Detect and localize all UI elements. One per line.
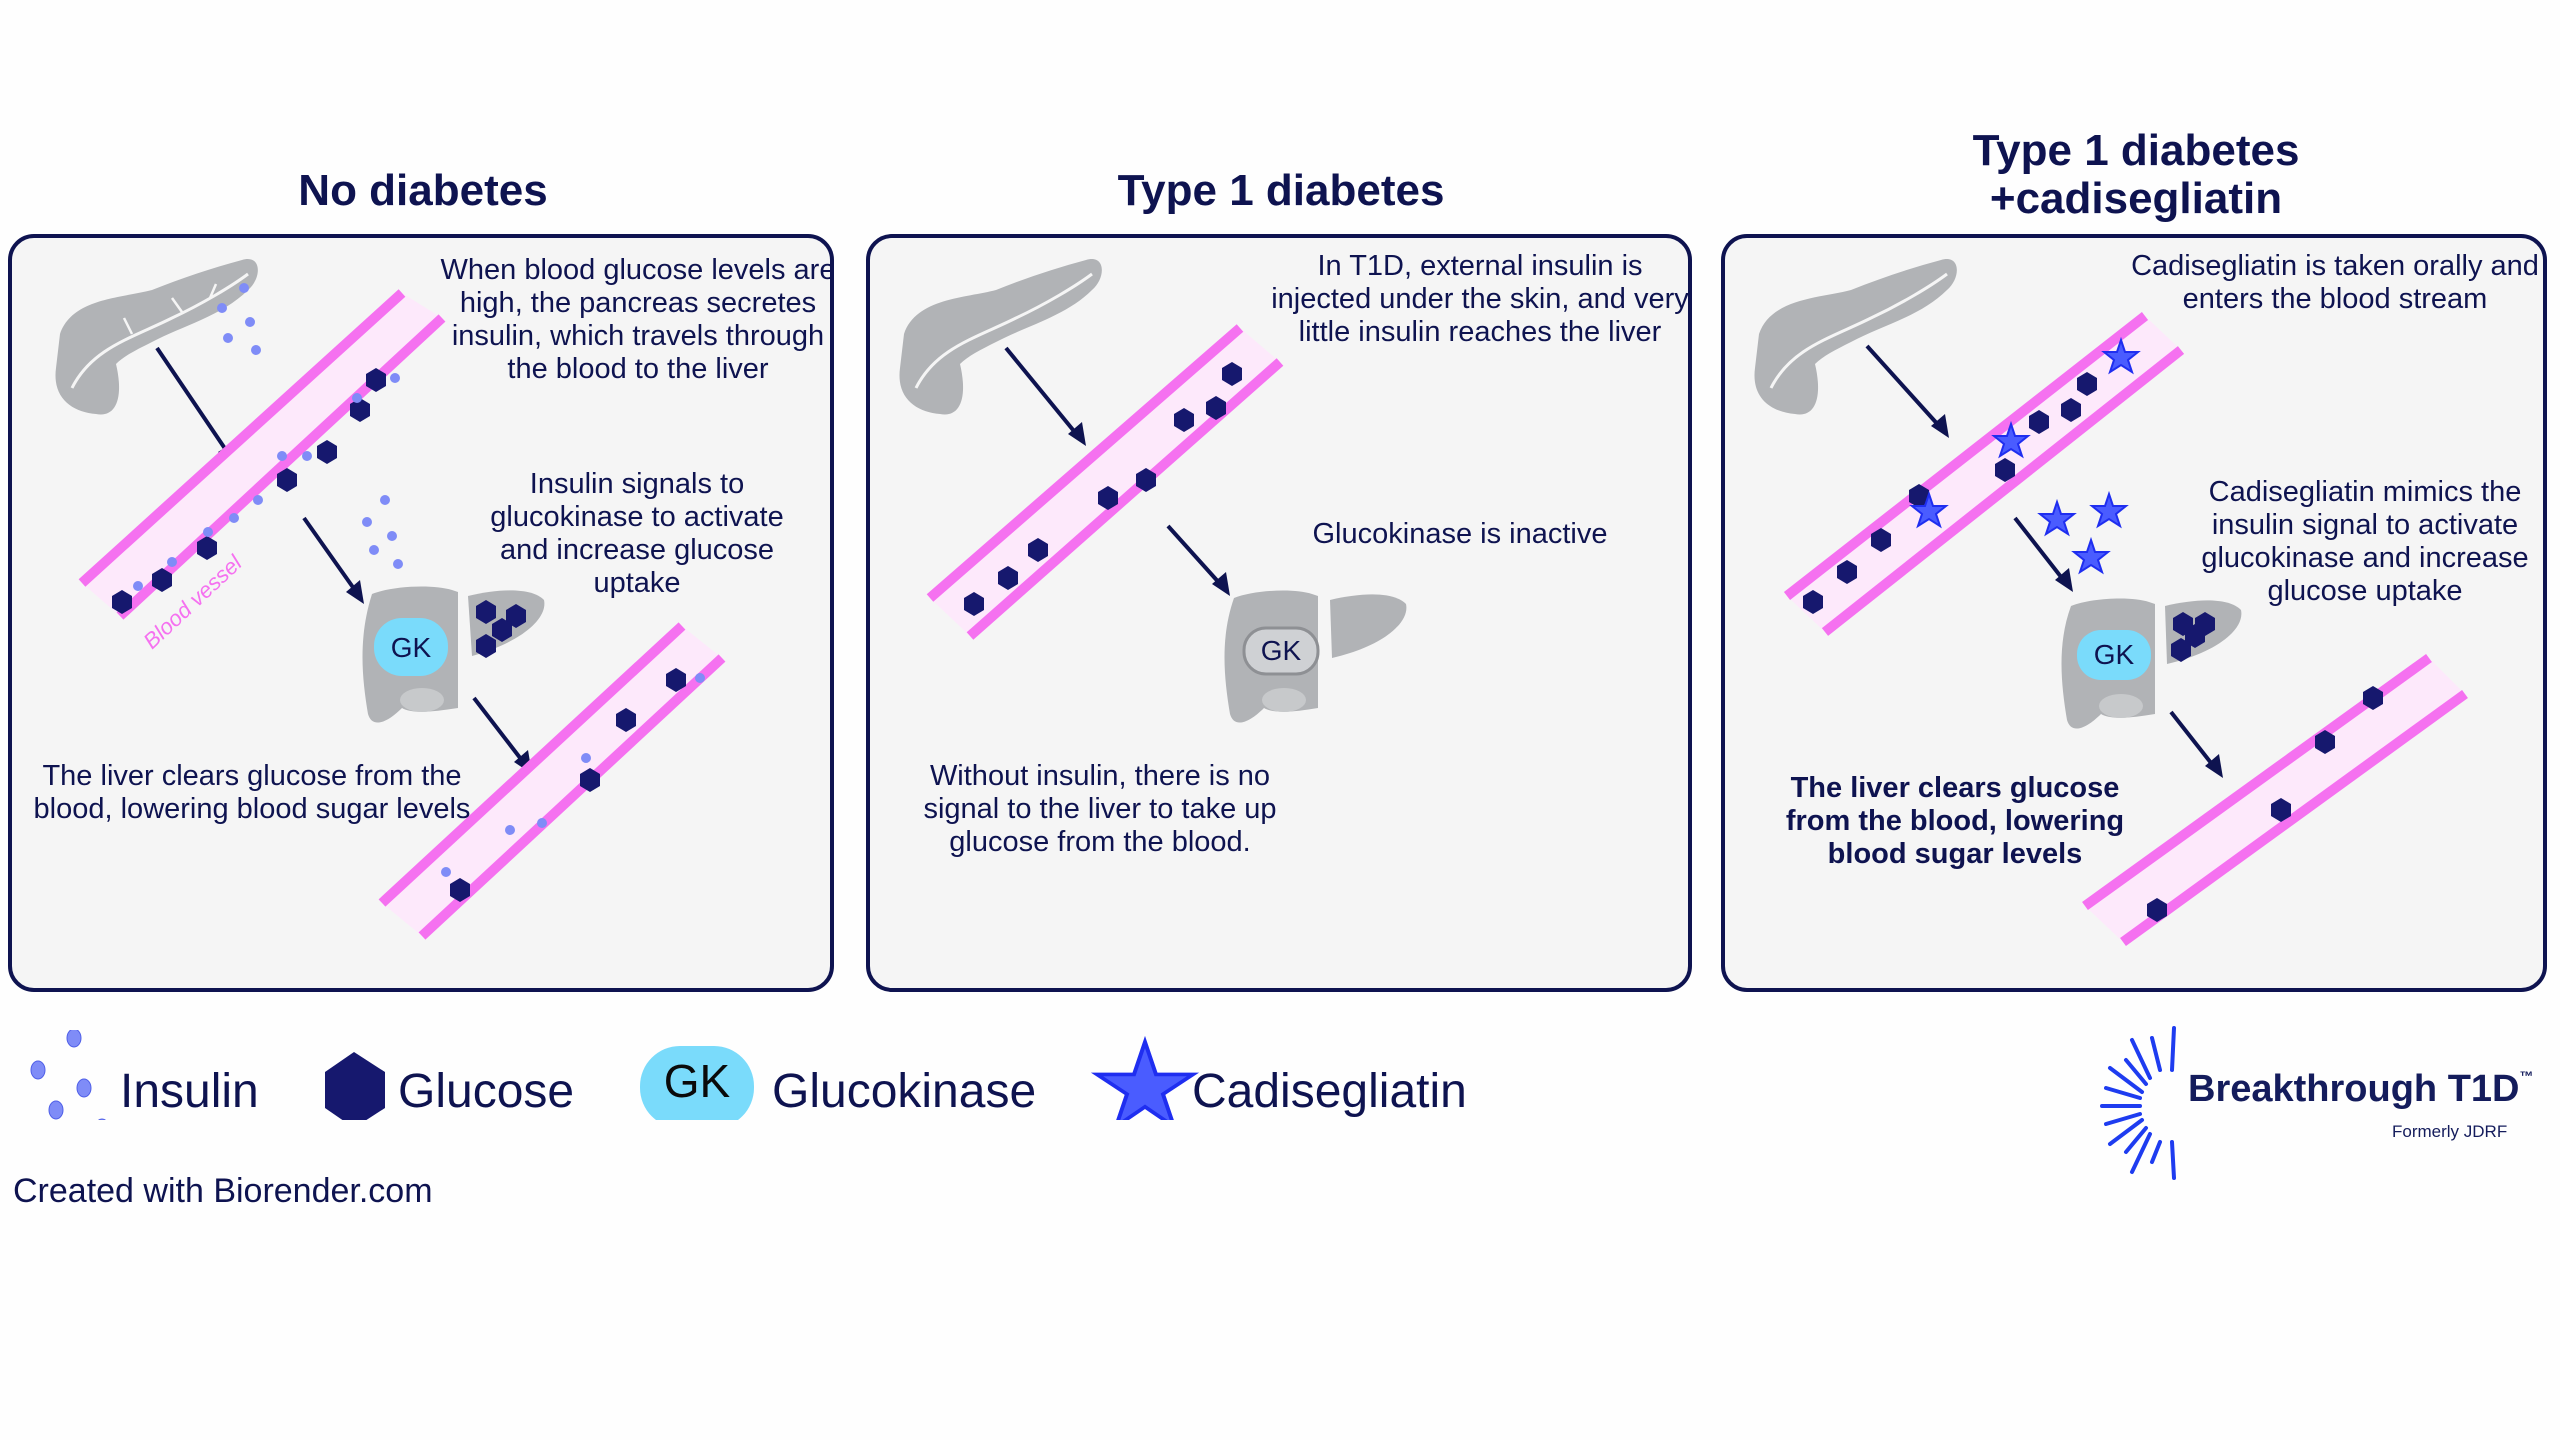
- arrow-icon: [1166, 524, 1230, 596]
- panel-1-title: No diabetes: [298, 166, 548, 215]
- arrow-icon: [2169, 710, 2223, 778]
- legend-glucokinase-label: Glucokinase: [772, 1065, 1037, 1118]
- panel-3-title-line-1: Type 1 diabetes: [1972, 126, 2300, 175]
- blood-vessel-lower: [378, 622, 726, 940]
- gk-badge-label: GK: [1261, 635, 1302, 666]
- pancreas-icon: [55, 259, 258, 415]
- panel-1-text-middle: Insulin signals to glucokinase to activa…: [490, 468, 784, 599]
- glucose-molecules: [1803, 372, 2097, 614]
- panel-no-diabetes: Blood vessel: [8, 234, 834, 992]
- panel-3-text-middle: Cadisegliatin mimics the insulin signal …: [2201, 476, 2529, 607]
- arrow-icon: [472, 696, 532, 774]
- panel-2-text-bottom: Without insulin, there is no signal to t…: [923, 760, 1277, 858]
- glucose-hexagon-icon: [325, 1052, 385, 1120]
- sunburst-icon: [2100, 1026, 2176, 1180]
- liver-icon: [1224, 590, 1407, 723]
- panel-3-text-bottom: The liver clears glucose from the blood,…: [1785, 772, 2125, 870]
- panel-2-title: Type 1 diabetes: [1117, 166, 1445, 215]
- legend-insulin-label: Insulin: [120, 1065, 259, 1118]
- panel-3-illustration: GK: [1754, 259, 2468, 947]
- biorender-credit: Created with Biorender.com: [13, 1172, 433, 1210]
- cadisegliatin-molecules: [1909, 336, 2141, 575]
- logo-name: Breakthrough T1D™: [2188, 1068, 2533, 1111]
- insulin-molecules: [133, 283, 403, 591]
- pancreas-icon: [1754, 259, 1957, 415]
- arrow-icon: [1004, 346, 1086, 446]
- liver-icon: [2061, 598, 2242, 729]
- pancreas-icon: [899, 259, 1102, 415]
- glucose-molecules: [964, 362, 1242, 616]
- arrow-icon: [2013, 516, 2073, 592]
- glucose-molecules: [450, 668, 686, 902]
- liver-icon: [362, 586, 545, 723]
- panel-2-text-top: In T1D, external insulin is injected und…: [1271, 250, 1689, 348]
- panel-1-illustration: Blood vessel: [55, 259, 726, 940]
- glucose-molecules: [2147, 686, 2383, 922]
- arrow-icon: [1865, 344, 1949, 438]
- insulin-molecules: [441, 673, 705, 877]
- panel-3-text-top: Cadisegliatin is taken orally and enters…: [2131, 250, 2539, 315]
- star-icon: [1090, 1035, 1200, 1120]
- blood-vessel-upper: [1783, 312, 2185, 636]
- panel-2-illustration: GK: [899, 259, 1407, 723]
- arrow-icon: [302, 516, 364, 604]
- panel-1-text-top: When blood glucose levels are high, the …: [440, 254, 834, 385]
- panel-type1-cadisegliatin: GK Cadisegliatin is taken orally and ent…: [1721, 234, 2547, 992]
- legend-cadisegliatin-label: Cadisegliatin: [1192, 1065, 1467, 1118]
- insulin-dots-icon: [30, 1030, 107, 1120]
- logo-trademark: ™: [2519, 1068, 2534, 1084]
- panel-1-text-bottom: The liver clears glucose from the blood,…: [33, 760, 471, 825]
- panel-2-text-middle: Glucokinase is inactive: [1312, 518, 1608, 550]
- glucokinase-badge-icon: [640, 1046, 754, 1120]
- panel-3-title-line-2: +cadisegliatin: [1989, 174, 2283, 223]
- glucose-molecules: [112, 368, 386, 614]
- legend-icons: GK: [30, 1030, 1200, 1120]
- panel-type1-diabetes: GK In T1D, external insulin is injected …: [866, 234, 1692, 992]
- breakthrough-t1d-logo: Breakthrough T1D™ Formerly JDRF: [2100, 1018, 2540, 1183]
- logo-name-text: Breakthrough T1D: [2188, 1068, 2520, 1110]
- logo-subtitle: Formerly JDRF: [2392, 1122, 2508, 1141]
- gk-badge-label: GK: [391, 632, 432, 663]
- blood-vessel: [926, 324, 1284, 640]
- legend-glucose-label: Glucose: [398, 1065, 575, 1118]
- gk-badge-label: GK: [2094, 639, 2135, 670]
- legend-gk-label: GK: [664, 1055, 731, 1107]
